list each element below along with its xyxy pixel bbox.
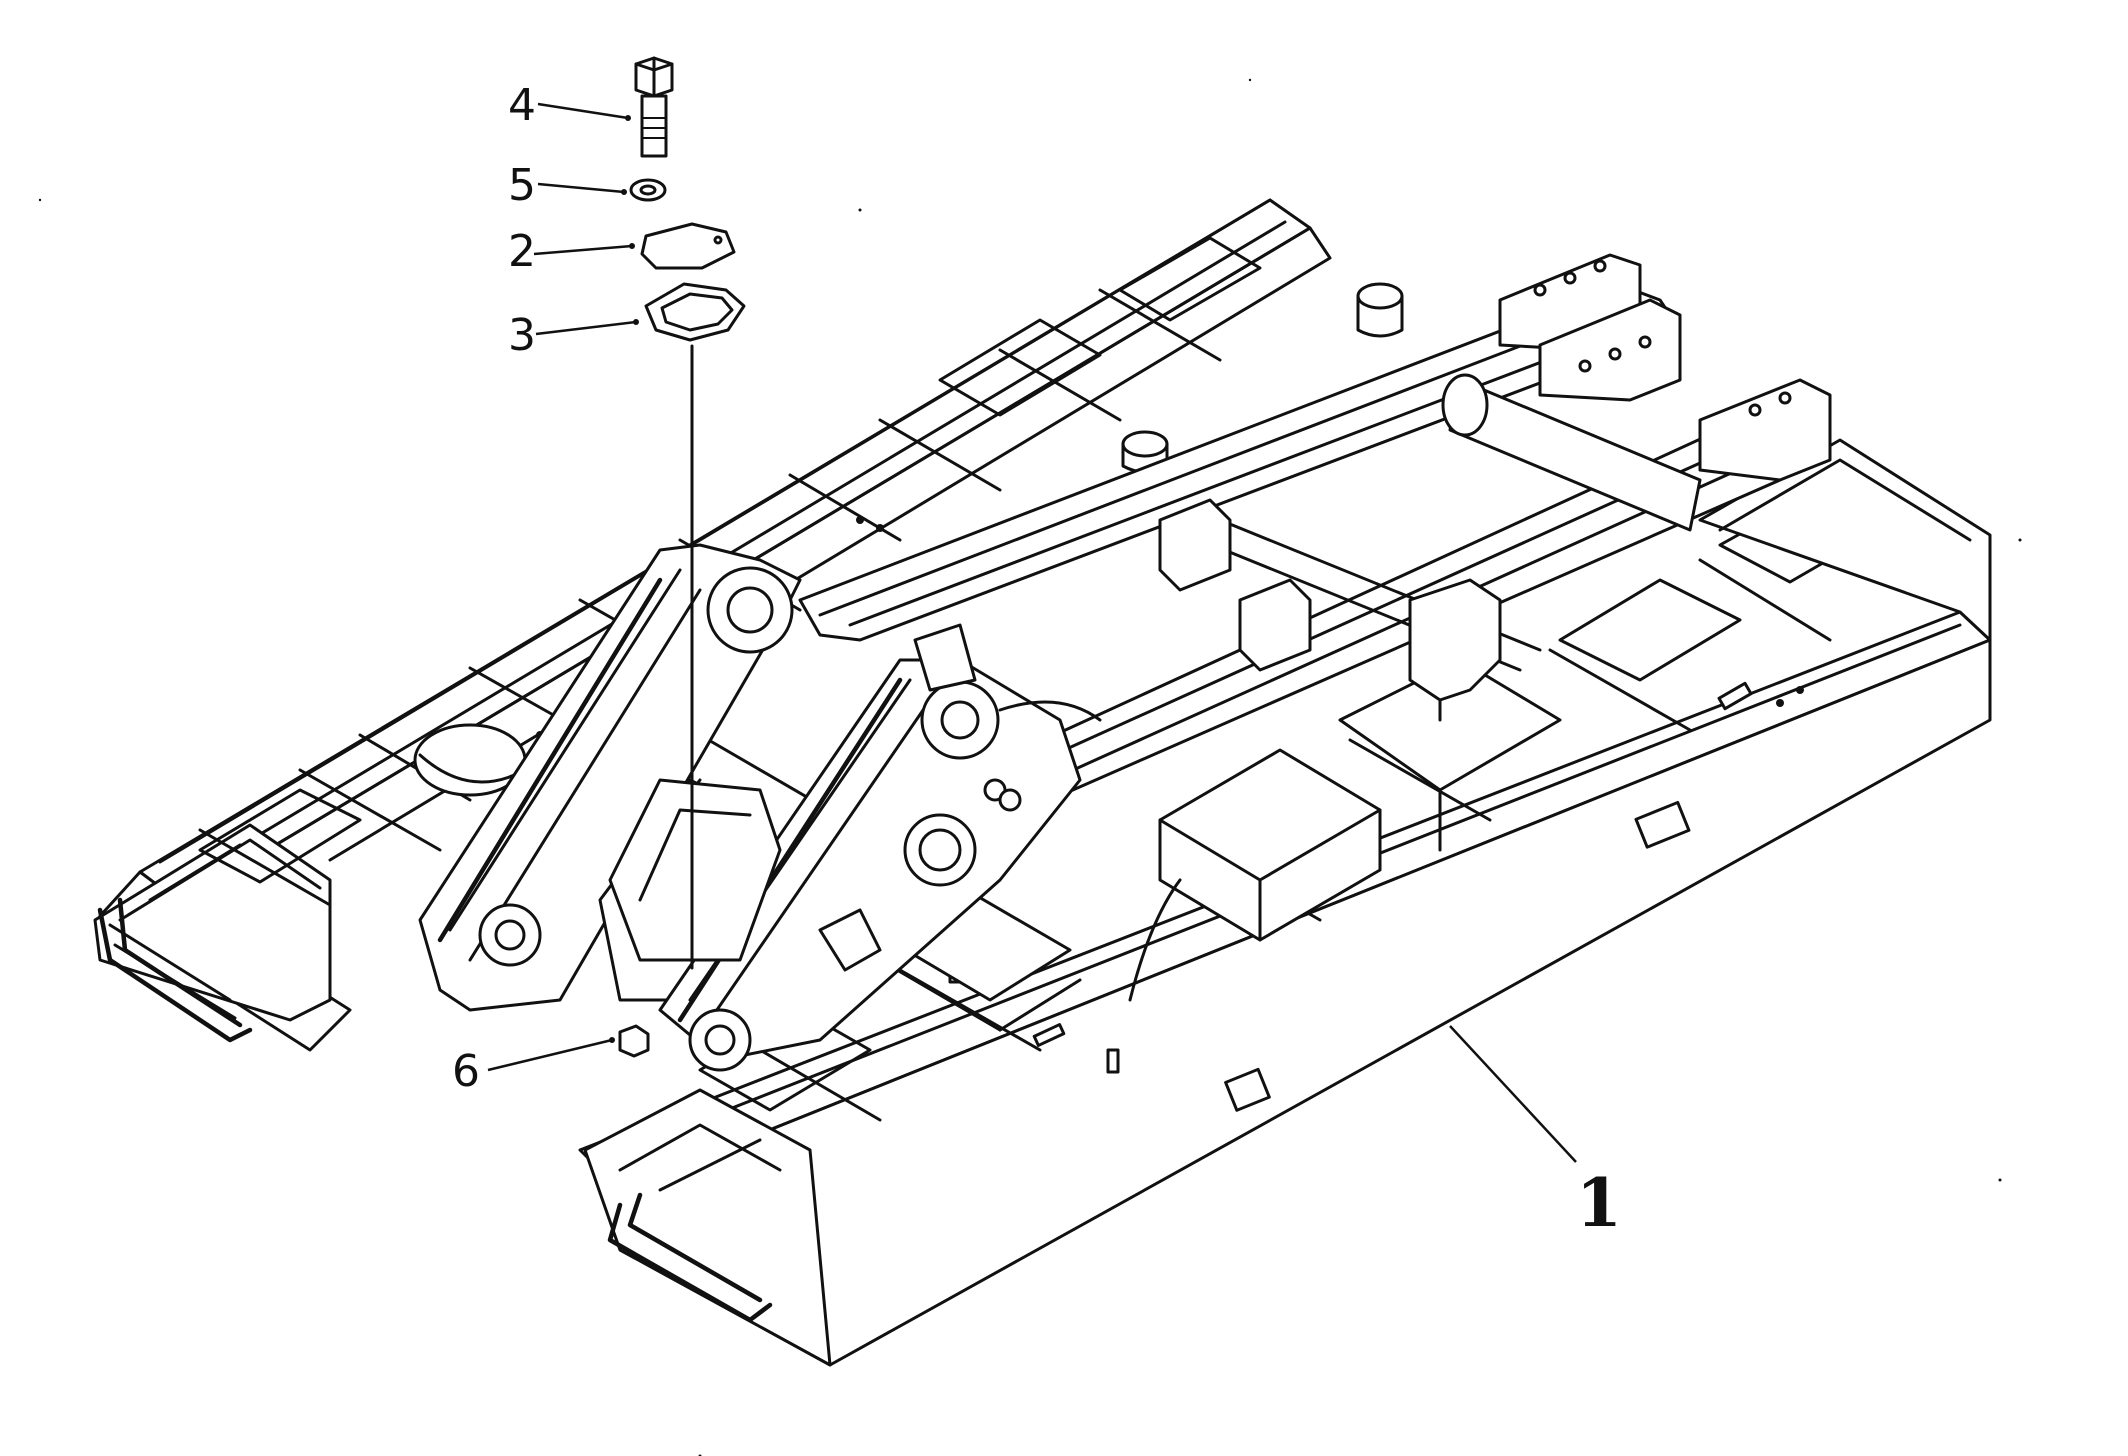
lower-bolt-part bbox=[618, 1024, 650, 1058]
leader-lines bbox=[487, 102, 1577, 1163]
cross-tube bbox=[1198, 373, 1702, 672]
right-grab-handle bbox=[607, 1192, 773, 1323]
scan-specks bbox=[38, 78, 2022, 1456]
upper-beam-left bbox=[798, 253, 1682, 642]
mount-brackets bbox=[1158, 498, 1502, 722]
callout-label-3: 3 bbox=[508, 310, 536, 361]
gasket-part bbox=[644, 282, 746, 342]
callout-label-5: 5 bbox=[508, 160, 536, 211]
frame-arc bbox=[1128, 878, 1182, 1002]
callout-label-6: 6 bbox=[452, 1046, 480, 1097]
cover-plate-part bbox=[640, 222, 736, 270]
frame-arc bbox=[998, 700, 1102, 722]
track-frame-assembly bbox=[93, 198, 1992, 1367]
callout-label-2: 2 bbox=[508, 226, 536, 277]
left-grab-handle bbox=[97, 897, 253, 1043]
callout-label-4: 4 bbox=[508, 80, 536, 131]
callout-label-1: 1 bbox=[1576, 1164, 1622, 1242]
bolt-part bbox=[634, 56, 674, 158]
center-pocket bbox=[608, 778, 782, 962]
washer-part bbox=[629, 178, 667, 202]
pivot-yoke-right bbox=[658, 623, 1082, 1072]
